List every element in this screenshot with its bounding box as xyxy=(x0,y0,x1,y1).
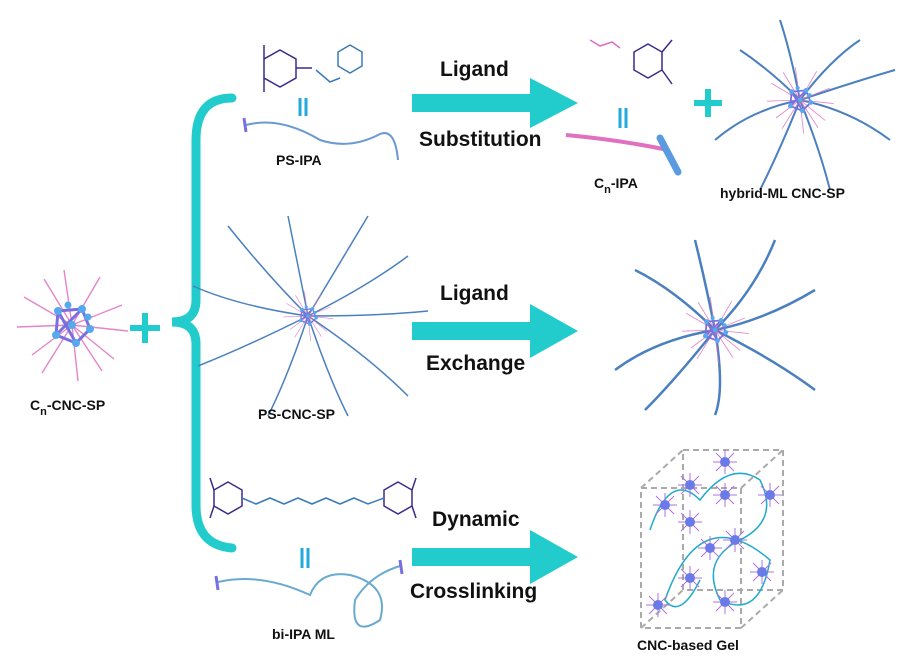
label-prefix: C xyxy=(30,397,41,413)
arrow-ligand-exchange xyxy=(412,304,578,358)
ligand-exchange-top-label: Ligand xyxy=(440,282,509,305)
ipa-head xyxy=(242,117,248,133)
dynamic-crosslinking-top-label: Dynamic xyxy=(432,508,520,531)
cn-ipa-structure xyxy=(589,39,673,85)
label-subscript: n xyxy=(604,184,611,196)
bi-ipa-structure xyxy=(209,477,417,519)
plus-icon-row1 xyxy=(694,89,722,117)
ps-cnc-sp-label: PS-CNC-SP xyxy=(258,406,336,422)
gel-nodes xyxy=(645,449,783,618)
cn-ipa-alkyl-tail xyxy=(565,133,669,152)
ps-ipa-structure xyxy=(263,44,363,92)
hybrid-ml-cnc-sp-label: hybrid-ML CNC-SP xyxy=(720,185,845,201)
bi-ipa-chain xyxy=(217,565,401,628)
arrow-ligand-substitution xyxy=(412,78,578,128)
cn-ipa-head xyxy=(656,134,682,176)
dynamic-crosslinking-bottom-label: Crosslinking xyxy=(410,580,538,603)
equals-sign-2 xyxy=(618,108,628,128)
bi-ipa-head-left xyxy=(214,575,220,591)
arrow-dynamic-crosslinking xyxy=(412,530,578,584)
plus-icon xyxy=(130,313,160,343)
bi-ipa-ml-label: bi-IPA ML xyxy=(272,626,335,642)
cn-ipa-label: Cn-IPA xyxy=(594,175,638,196)
label-prefix: C xyxy=(594,175,605,191)
ps-ipa-label: PS-IPA xyxy=(276,152,322,168)
label-suffix: -CNC-SP xyxy=(46,397,106,413)
equals-sign-3 xyxy=(300,548,310,568)
hybrid-ml-cnc-sp xyxy=(714,19,896,191)
equals-sign-1 xyxy=(298,98,308,116)
ligand-exchange-product xyxy=(614,239,816,416)
ligand-exchange-bottom-label: Exchange xyxy=(426,352,526,375)
cn-cnc-sp-cluster xyxy=(15,268,130,383)
ps-cnc-sp xyxy=(192,215,429,417)
ps-ipa-chain xyxy=(245,121,399,161)
ligand-substitution-top-label: Ligand xyxy=(440,58,509,81)
ligand-substitution-bottom-label: Substitution xyxy=(419,128,542,151)
label-suffix: -IPA xyxy=(610,175,638,191)
label-subscript: n xyxy=(40,406,47,418)
cn-cnc-sp-label: Cn-CNC-SP xyxy=(30,397,106,418)
bracket xyxy=(171,93,237,553)
gel-network xyxy=(649,472,771,608)
bi-ipa-head-right xyxy=(398,559,404,575)
cnc-based-gel-label: CNC-based Gel xyxy=(637,637,739,653)
